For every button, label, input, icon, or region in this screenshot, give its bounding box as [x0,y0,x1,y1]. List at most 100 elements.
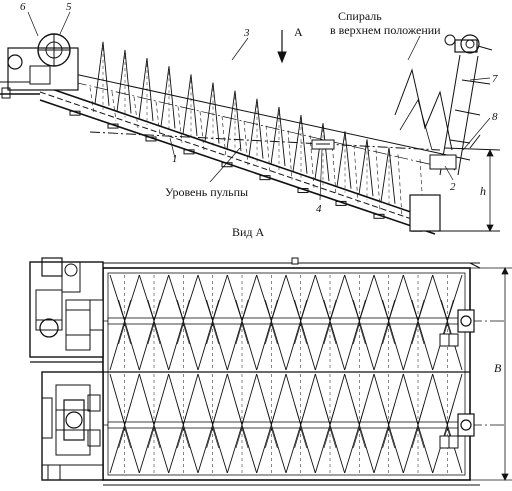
label-6: 6 [20,1,26,13]
plan-blade-inner [206,403,219,426]
plan-blade-inner [353,426,366,449]
plan-blade-inner [177,322,190,345]
support-foot [69,110,81,116]
tank-dash [199,111,205,151]
support-foot [373,213,385,219]
plan-blade [402,319,434,371]
plan-blade-inner [323,426,337,449]
plan-blade-inner [206,299,219,322]
plan-blade [138,319,170,371]
pulp-level-label: Уровень пульпы [165,185,248,199]
support-foot [335,200,347,206]
side-view [0,11,501,235]
tank-outline [102,267,471,481]
dim-b-label: B [494,361,502,375]
view-arrow [277,30,287,64]
plan-blade-inner [411,426,425,449]
tank-dash [353,144,359,203]
tank-dash [287,130,293,181]
view-a-title: Вид А [232,225,265,239]
plan-blade-inner [147,426,161,449]
plan-blade [314,319,346,371]
tank-dash [221,116,227,158]
trough-center-line [39,91,439,229]
support-foot [107,123,119,129]
plan-blade-inner [411,403,425,426]
label-7: 7 [492,73,498,85]
plan-blade-inner [265,299,278,322]
plan-blade-inner [235,299,249,322]
plan-blade [344,319,375,371]
spiral-blade [94,41,110,106]
spiral-blades [94,41,453,208]
dimension-h [486,149,494,232]
trough-bottom-line [39,99,436,235]
plan-blade-inner [206,322,219,345]
tank-dash [309,135,315,188]
plan-blade [373,319,404,371]
plan-blade-inner [382,322,395,345]
tank-dash [177,106,183,143]
plan-blade-inner [235,322,249,345]
spiral-blade [226,90,242,152]
spiral-blade [248,98,264,159]
label-3: 3 [243,27,250,39]
right-bearing-upper [439,309,475,347]
label-1: 1 [172,153,178,165]
plan-blade-inner [147,403,161,426]
shaft-lower [107,421,466,429]
support-foot [297,188,309,194]
plan-blade-inner [177,426,190,449]
plan-blade-inner [177,403,190,426]
tank-dashes [89,87,425,225]
plan-blade-inner [323,403,337,426]
plan-spiral-blades [109,274,463,474]
shaft-upper [107,317,466,325]
plan-blade-inner [118,403,131,426]
right-bearing-lower [439,413,475,449]
drive-gear-icon [0,33,79,99]
plan-blade-inner [118,426,131,449]
label-4: 4 [316,203,322,215]
plan-blade-inner [441,403,454,426]
drive-assembly-lower [41,371,104,481]
spiral-blade [358,139,374,197]
pulp-level-line [89,131,441,151]
plan-blade-inner [382,299,395,322]
spiral-blade [182,74,198,137]
tank-dash [419,159,425,225]
view-arrow-letter: А [294,25,303,39]
label-2: 2 [450,181,456,193]
plan-blade-inner [265,322,278,345]
plan-blade-inner [294,322,307,345]
plan-blade-inner [294,299,307,322]
support-foot [259,175,271,181]
plan-blade-inner [294,426,307,449]
lifting-mechanism [409,34,501,232]
frame-top-line [9,59,471,161]
plan-blade-inner [353,403,366,426]
tank-inner-outline [107,272,466,476]
support-foot [183,149,195,155]
plan-blade-inner [382,426,395,449]
spiral-label-1: Спираль [338,9,382,23]
tank-dash [89,87,95,114]
plan-blade-inner [441,299,454,322]
plan-blade-inner [235,403,249,426]
plan-blade-inner [177,299,190,322]
spiral-blade [270,106,286,167]
raised-spiral [394,68,453,151]
plan-blade-inner [118,299,131,322]
spiral-label-2: в верхнем положении [330,23,441,37]
raised-spiral-inner [399,98,433,151]
spiral-blade [160,66,176,129]
tank-dash [155,101,161,136]
trough-top-line [39,84,441,223]
label-5: 5 [66,1,72,13]
spiral-blade [380,147,396,204]
plan-blade [256,319,287,371]
plan-blade-inner [353,322,366,345]
tank-dash [111,92,117,121]
dimension-b [470,267,512,481]
plan-blade-inner [118,322,131,345]
